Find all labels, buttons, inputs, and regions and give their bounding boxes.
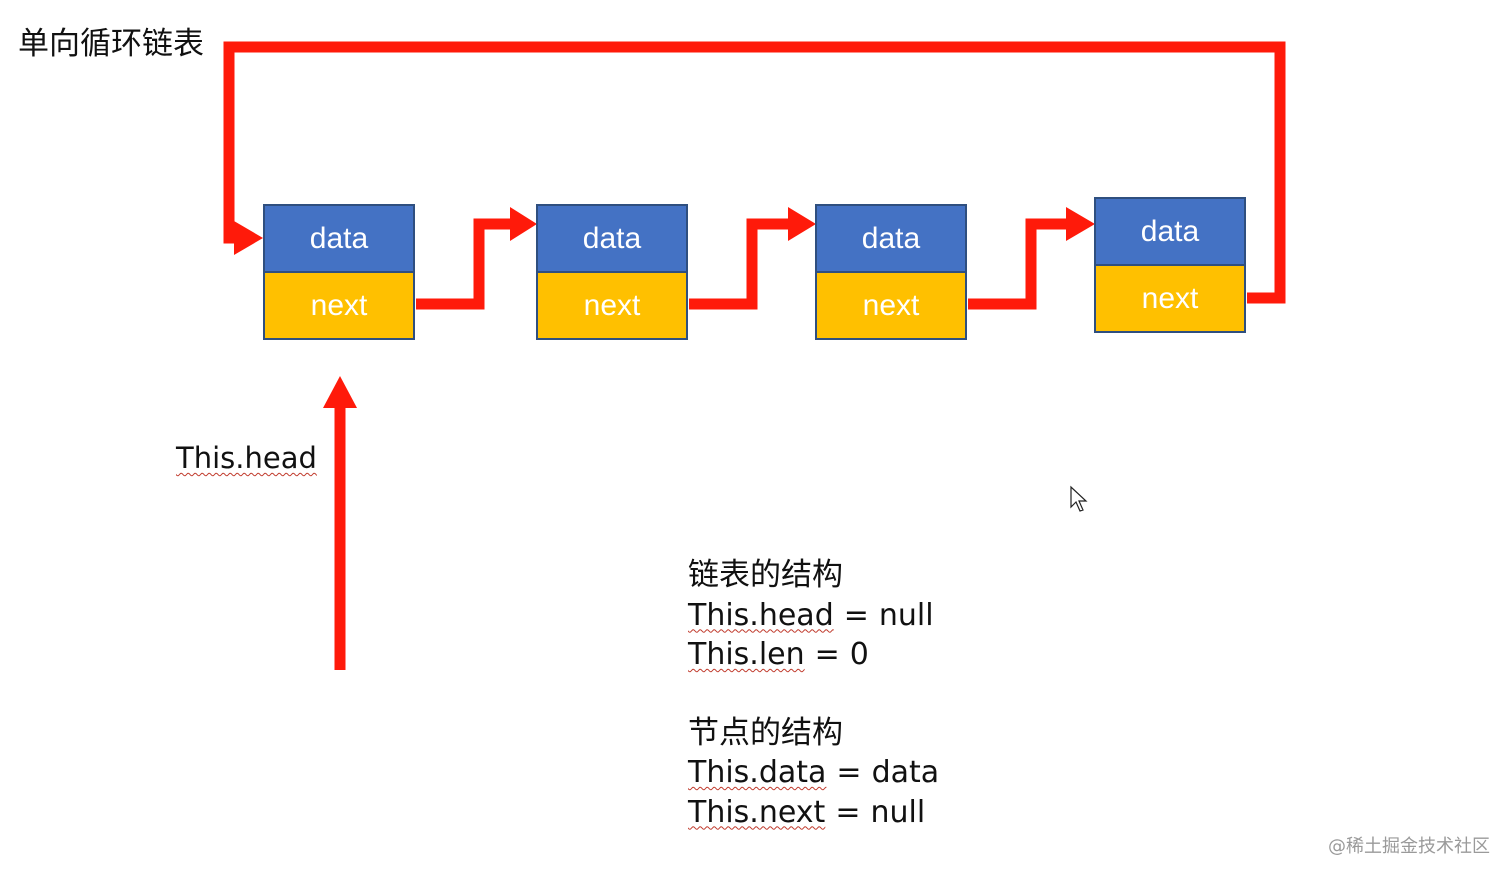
field-name: This.data (688, 755, 827, 790)
list-node-3: data next (815, 204, 967, 340)
field-value: data (871, 755, 940, 790)
arrow-node1-to-node2 (416, 207, 537, 310)
list-structure-line: This.len=0 (688, 637, 869, 672)
node-structure-heading: 节点的结构 (688, 714, 843, 751)
list-structure-line: This.head=null (688, 597, 934, 633)
diagram-title: 单向循环链表 (18, 26, 204, 62)
mouse-cursor-icon (1070, 485, 1088, 512)
arrow-loop-back-to-node1 (223, 41, 1286, 304)
list-node-1: data next (263, 204, 415, 340)
field-name: This.next (688, 794, 826, 830)
list-node-4: data next (1094, 197, 1246, 333)
arrow-node2-to-node3 (689, 207, 816, 310)
watermark: @稀土掘金技术社区 (1328, 836, 1490, 857)
node-structure-line: This.next=null (688, 794, 926, 830)
node-data-cell: data (817, 206, 965, 271)
head-pointer-arrow (323, 376, 357, 670)
node-next-cell: next (265, 271, 413, 338)
head-pointer-label: This.head (176, 441, 317, 475)
node-structure-line: This.data=data (688, 755, 940, 790)
node-next-cell: next (538, 271, 686, 338)
field-value: null (878, 597, 934, 633)
field-name: This.len (688, 637, 805, 672)
field-name: This.head (688, 597, 834, 633)
node-next-cell: next (1096, 264, 1244, 331)
node-data-cell: data (538, 206, 686, 271)
list-structure-heading: 链表的结构 (688, 557, 843, 593)
node-next-cell: next (817, 271, 965, 338)
node-data-cell: data (1096, 199, 1244, 264)
structure-notes: 链表的结构 This.head=null This.len=0 节点的结构 Th… (688, 556, 939, 832)
arrow-node3-to-node4 (968, 207, 1095, 310)
field-value: null (870, 794, 926, 830)
field-value: 0 (849, 637, 869, 672)
node-data-cell: data (265, 206, 413, 271)
list-node-2: data next (536, 204, 688, 340)
